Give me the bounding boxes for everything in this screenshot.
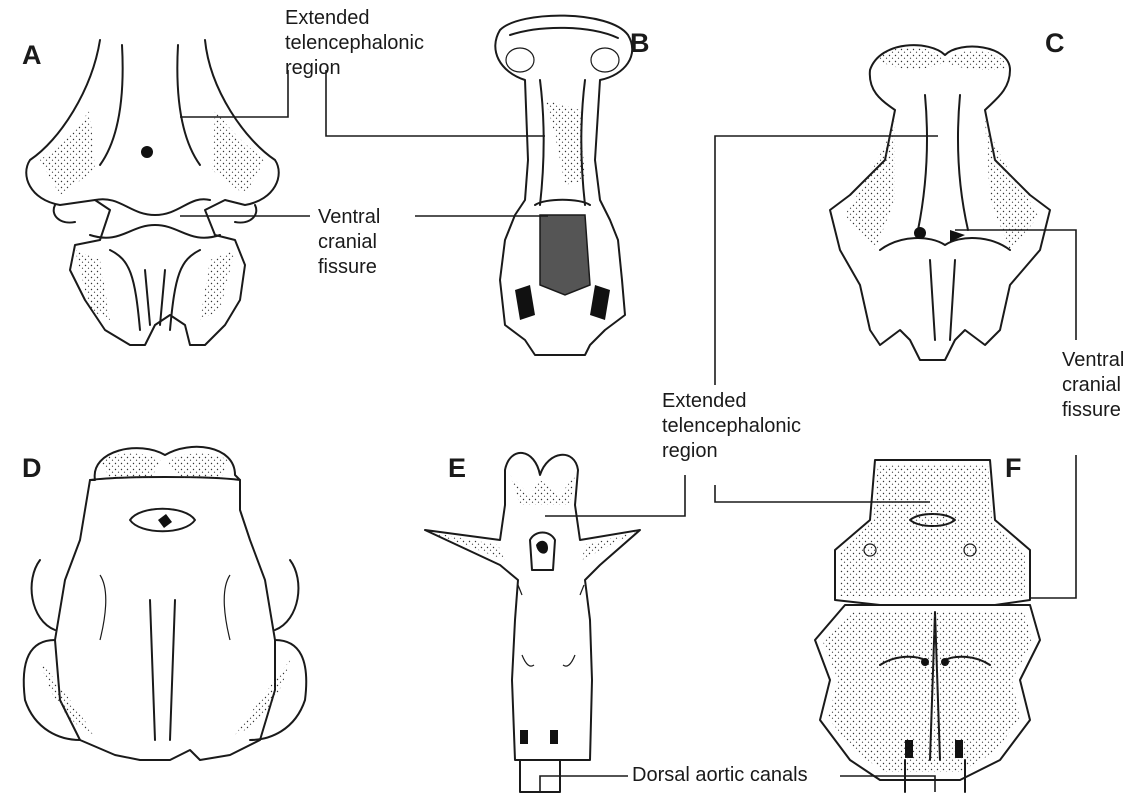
label-line: telencephalonic — [662, 414, 801, 439]
skull-a-drawing — [26, 40, 279, 345]
leader-fissure-to-f — [1030, 455, 1076, 598]
label-line: Ventral — [318, 205, 380, 230]
skull-e-drawing — [425, 453, 640, 792]
leader-aortic-to-e — [520, 776, 628, 792]
label-line: telencephalonic — [285, 31, 424, 56]
label-line: cranial — [1062, 373, 1124, 398]
leader-telencephalic-to-a — [180, 70, 288, 117]
skull-c-drawing — [830, 45, 1050, 360]
label-ventral-cranial-fissure-left: Ventral cranial fissure — [318, 205, 380, 280]
leader-fissure-to-c — [955, 230, 1076, 340]
label-line: cranial — [318, 230, 380, 255]
label-line: fissure — [318, 255, 380, 280]
panel-label-f: F — [1005, 455, 1022, 482]
label-line: fissure — [1062, 398, 1124, 423]
panel-label-e: E — [448, 455, 466, 482]
skull-b-drawing — [495, 16, 632, 355]
label-ventral-cranial-fissure-right: Ventral cranial fissure — [1062, 348, 1124, 423]
label-dorsal-aortic-canals: Dorsal aortic canals — [632, 763, 808, 788]
leader-aortic-to-f — [840, 776, 935, 792]
label-line: region — [662, 439, 801, 464]
label-line: Ventral — [1062, 348, 1124, 373]
label-line: region — [285, 56, 424, 81]
skull-f-drawing — [815, 460, 1040, 792]
skull-d-drawing — [24, 447, 307, 760]
leader-telencephalic-to-c — [715, 136, 938, 385]
label-line: Extended — [662, 389, 801, 414]
panel-label-c: C — [1045, 30, 1065, 57]
label-extended-telencephalonic-top: Extended telencephalonic region — [285, 6, 424, 81]
label-line: Extended — [285, 6, 424, 31]
panel-label-b: B — [630, 30, 650, 57]
label-extended-telencephalonic-mid: Extended telencephalonic region — [662, 389, 801, 464]
panel-label-a: A — [22, 42, 42, 69]
panel-label-d: D — [22, 455, 42, 482]
